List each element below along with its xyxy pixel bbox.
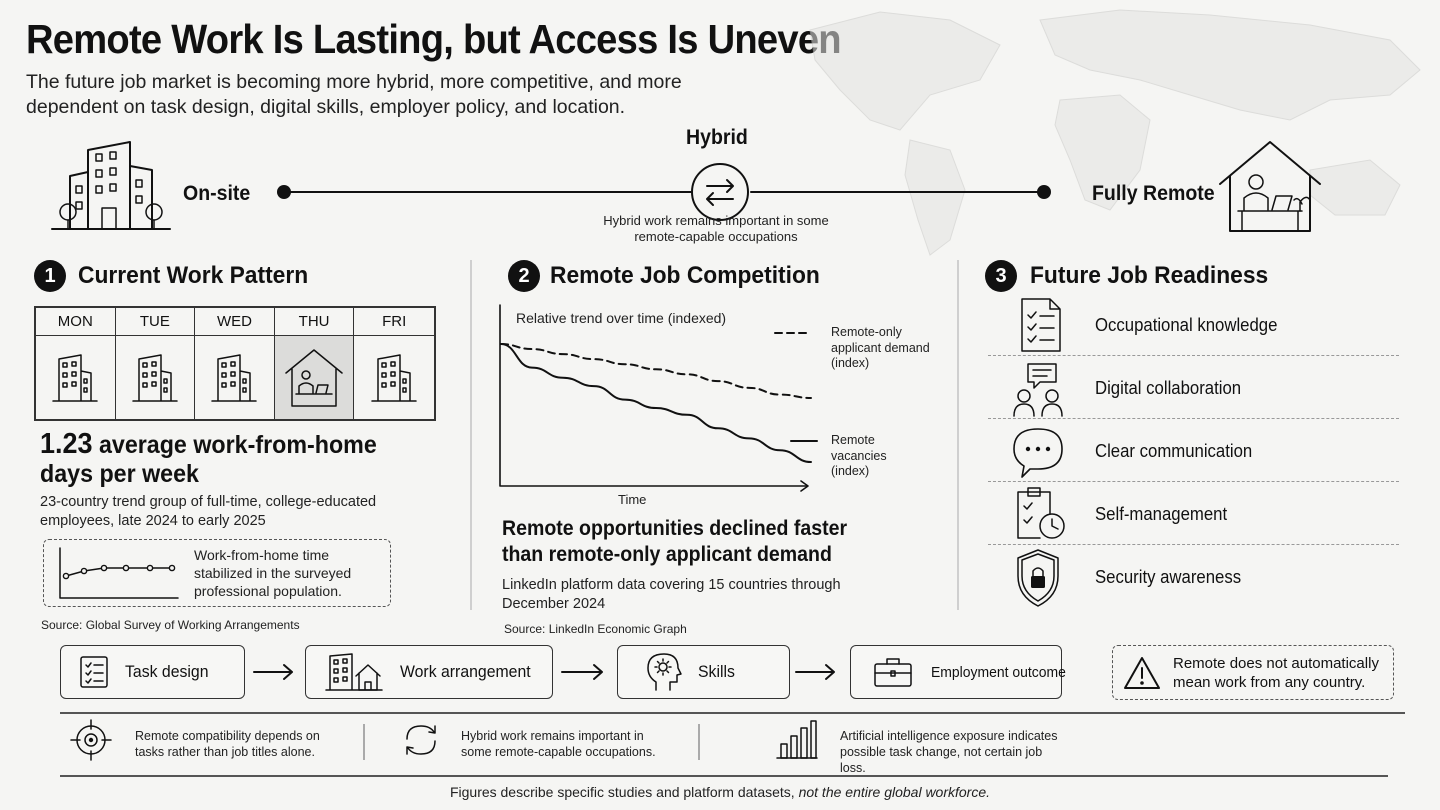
divider-line [60,775,1388,777]
office-day-cell [36,336,116,419]
wfh-stat: 1.23 average work-from-home days per wee… [40,430,393,489]
flow-step-label: Skills [698,662,735,681]
readiness-label: Self-management [1095,504,1228,524]
home-day-cell [274,336,355,419]
readiness-label: Clear communication [1095,441,1253,461]
spectrum-label-onsite: On-site [183,182,251,205]
office-day-cell [116,336,196,419]
chart-description: LinkedIn platform data covering 15 count… [502,577,841,612]
swap-arrows-icon [691,163,749,221]
office-building-icon [132,353,178,402]
note-text: Remote compatibility depends on tasks ra… [135,729,320,759]
checklist-document-icon [1021,298,1061,352]
readiness-item: Self-management [988,483,1399,545]
speech-bubble-icon [1013,428,1063,478]
wfh-trend-note: Work-from-home time stabilized in the su… [194,547,352,599]
readiness-item: Occupational knowledge [988,294,1399,356]
legend-solid-label: Remote vacancies (index) [831,433,887,478]
weekly-schedule-table: MON TUE WED THU FRI [34,306,436,421]
readiness-item: Security awareness [988,546,1399,608]
day-header: THU [274,308,355,336]
section-divider [957,260,959,610]
section-heading: Current Work Pattern [78,262,309,289]
section-number-badge: 3 [985,260,1017,292]
wfh-trend-box [43,539,391,607]
flow-step-label: Task design [125,662,209,681]
day-header: FRI [354,308,434,336]
readiness-label: Digital collaboration [1095,378,1242,398]
flow-step-employment-outcome: Employment outcome [850,645,1066,699]
wfh-stat-value: 1.23 [40,428,93,460]
source-note: Source: LinkedIn Economic Graph [504,622,687,636]
remote-warning-box: Remote does not automatically mean work … [1112,645,1394,700]
arrow-right-icon [795,664,835,680]
footer-emphasis: not the entire global workforce. [798,784,991,800]
flow-step-label: Work arrangement [400,662,531,681]
spectrum-label-remote: Fully Remote [1092,182,1215,205]
footer-note: Figures describe specific studies and pl… [0,784,1440,800]
readiness-item: Clear communication [988,420,1399,482]
note-divider [363,724,365,760]
readiness-label: Security awareness [1095,567,1242,587]
chart-x-label: Time [618,492,647,507]
flow-step-label: Employment outcome [931,663,1066,681]
flow-step-work-arrangement: Work arrangement [305,645,553,699]
spectrum-label-hybrid: Hybrid [686,126,748,149]
checklist-icon [80,656,108,688]
readiness-item: Digital collaboration [988,357,1399,419]
section-heading: Remote Job Competition [550,262,820,289]
series-line-remote-vacancies [500,343,812,463]
trend-chart [499,304,818,492]
refresh-arrows-icon [406,725,436,755]
clipboard-clock-icon [1017,487,1065,539]
target-icon [70,719,112,761]
section-number-badge: 1 [34,260,66,292]
series-line-applicant-demand [500,343,812,399]
readiness-label: Occupational knowledge [1095,315,1278,335]
remote-warning-text: Remote does not automatically mean work … [1173,654,1379,691]
wfh-stat-text: average work-from-home days per week [40,431,377,488]
arrow-right-icon [561,664,603,680]
section-heading: Future Job Readiness [1030,262,1269,289]
chart-caption: Relative trend over time (indexed) [516,310,727,326]
chart-headline: Remote opportunities declined faster tha… [502,517,848,566]
office-day-cell [195,336,275,419]
warning-triangle-icon [1124,656,1160,689]
day-header: TUE [115,308,196,336]
flow-step-skills: Skills [617,645,790,699]
building-and-home-icon [325,653,383,691]
note-text: Artificial intelligence exposure indicat… [840,729,1058,775]
page-title: Remote Work Is Lasting, but Access Is Un… [26,16,842,62]
briefcase-icon [874,658,912,687]
footer-text: Figures describe specific studies and pl… [449,784,799,800]
home-office-icon [1219,141,1321,232]
section-divider [470,260,472,610]
office-day-cell [354,336,434,419]
page-subtitle: The future job market is becoming more h… [26,71,682,118]
day-header: MON [36,308,116,336]
arrow-right-icon [253,664,293,680]
office-building-icon [211,353,258,402]
world-map-background [809,9,1421,256]
section-number-badge: 2 [508,260,540,292]
divider-line [60,712,1405,714]
work-spectrum-line [277,185,1051,199]
source-note: Source: Global Survey of Working Arrange… [41,618,300,632]
bar-chart-icon [776,720,818,759]
office-building-icon [52,353,99,402]
wfh-description: 23-country trend group of full-time, col… [40,494,377,529]
office-building-icon [371,353,417,402]
office-building-icon [51,141,171,230]
shield-lock-icon [1017,549,1059,607]
two-people-chat-icon [1013,363,1063,417]
head-gear-icon [647,653,682,691]
day-header: WED [195,308,275,336]
flow-step-task-design: Task design [60,645,245,699]
hybrid-note: Hybrid work remains important in some re… [603,213,829,244]
wfh-trend-sparkline [59,547,179,599]
home-office-icon [285,348,343,407]
legend-dashed-label: Remote-only applicant demand (index) [831,325,930,370]
note-divider [698,724,700,760]
note-text: Hybrid work remains important in some re… [461,729,656,759]
